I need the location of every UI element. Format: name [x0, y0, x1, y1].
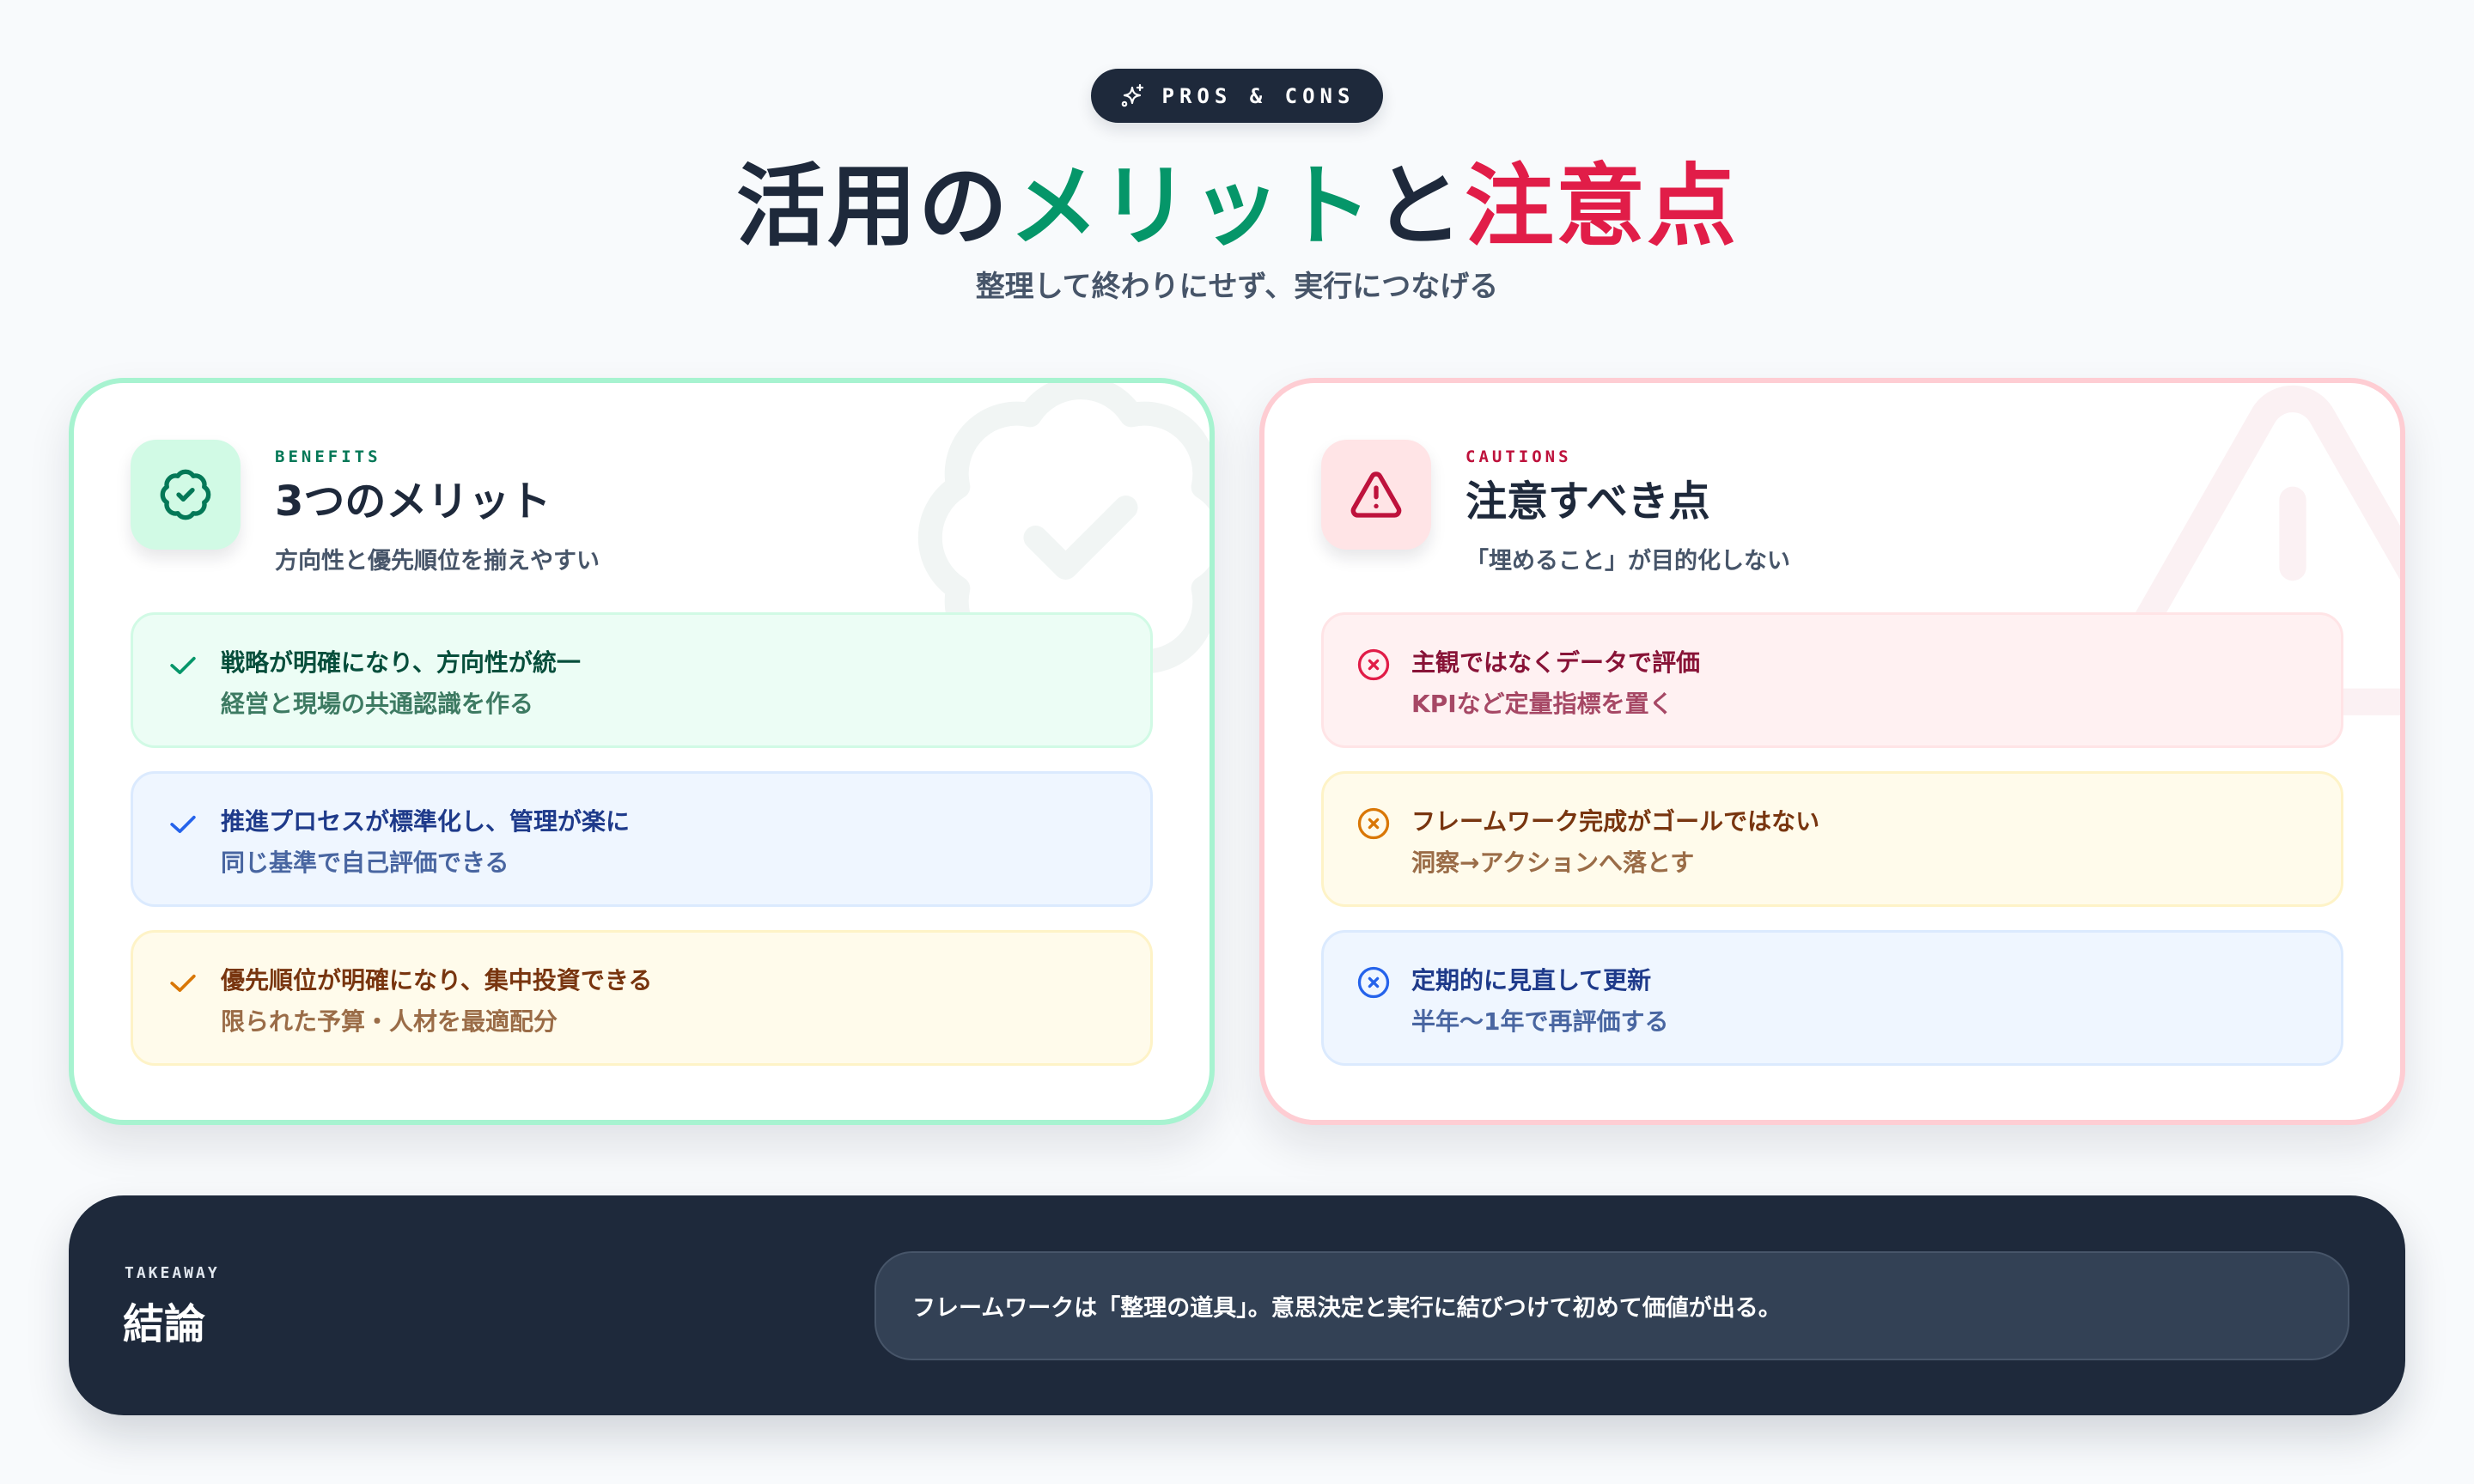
benefit-item-title: 戦略が明確になり、方向性が統一	[221, 648, 581, 677]
badge-check-icon	[160, 469, 211, 520]
benefit-item-title: 優先順位が明確になり、集中投資できる	[221, 966, 653, 994]
benefit-item-desc: 同じ基準で自己評価できる	[221, 848, 509, 877]
benefit-item: 推進プロセスが標準化し、管理が楽に 同じ基準で自己評価できる	[131, 771, 1153, 907]
benefit-item-desc: 経営と現場の共通認識を作る	[221, 690, 534, 718]
benefits-eyebrow: BENEFITS	[275, 447, 381, 466]
x-circle-icon	[1357, 648, 1390, 681]
benefits-header: BENEFITS 3つのメリット 方向性と優先順位を揃えやすい	[131, 440, 600, 577]
caution-item-desc: 半年〜1年で再評価する	[1411, 1007, 1669, 1036]
cautions-icon-box	[1321, 440, 1431, 550]
page-title: 活用のメリットと注意点	[0, 153, 2474, 259]
caution-item-title: 主観ではなくデータで評価	[1411, 648, 1701, 677]
takeaway-panel: TAKEAWAY 結論 フレームワークは「整理の道具」。意思決定と実行に結びつけ…	[69, 1195, 2405, 1415]
check-icon	[170, 815, 196, 833]
caution-item-title: 定期的に見直して更新	[1411, 966, 1652, 994]
takeaway-eyebrow: TAKEAWAY	[125, 1264, 220, 1282]
cautions-header: CAUTIONS 注意すべき点 「埋めること」が目的化しない	[1321, 440, 1790, 577]
benefits-card: BENEFITS 3つのメリット 方向性と優先順位を揃えやすい 戦略が明確になり…	[69, 378, 1215, 1125]
cautions-eyebrow: CAUTIONS	[1466, 447, 1572, 466]
cautions-title: 注意すべき点	[1466, 477, 1710, 526]
caution-item: フレームワーク完成がゴールではない 洞察→アクションへ落とす	[1321, 771, 2343, 907]
caution-item: 定期的に見直して更新 半年〜1年で再評価する	[1321, 930, 2343, 1066]
check-icon	[170, 656, 196, 674]
benefit-item-title: 推進プロセスが標準化し、管理が楽に	[221, 807, 631, 836]
title-part-3: と	[1374, 154, 1466, 258]
warning-triangle-icon	[1350, 471, 1402, 518]
badge-label: PROS & CONS	[1161, 83, 1356, 108]
cautions-card: CAUTIONS 注意すべき点 「埋めること」が目的化しない 主観ではなくデータ…	[1259, 378, 2405, 1125]
benefit-item-desc: 限られた予算・人材を最適配分	[221, 1007, 558, 1036]
x-circle-icon	[1357, 966, 1390, 999]
cautions-subtitle: 「埋めること」が目的化しない	[1466, 548, 1790, 575]
section-badge: PROS & CONS	[1091, 69, 1383, 123]
benefit-item: 優先順位が明確になり、集中投資できる 限られた予算・人材を最適配分	[131, 930, 1153, 1066]
benefits-title: 3つのメリット	[275, 477, 551, 526]
page-subtitle: 整理して終わりにせず、実行につなげる	[975, 270, 1499, 304]
caution-item-title: フレームワーク完成がゴールではない	[1411, 807, 1820, 836]
benefit-item: 戦略が明確になり、方向性が統一 経営と現場の共通認識を作る	[131, 612, 1153, 748]
benefits-subtitle: 方向性と優先順位を揃えやすい	[275, 548, 600, 575]
benefits-list: 戦略が明確になり、方向性が統一 経営と現場の共通認識を作る 推進プロセスが標準化…	[131, 612, 1153, 1066]
title-part-caution: 注意点	[1465, 154, 1739, 258]
caution-item: 主観ではなくデータで評価 KPIなど定量指標を置く	[1321, 612, 2343, 748]
caution-item-desc: 洞察→アクションへ落とす	[1411, 848, 1695, 877]
title-part-1: 活用の	[735, 154, 1009, 258]
caution-item-desc: KPIなど定量指標を置く	[1411, 690, 1673, 718]
x-circle-icon	[1357, 807, 1390, 840]
benefits-icon-box	[131, 440, 241, 550]
title-part-merit: メリット	[1008, 154, 1374, 258]
takeaway-title: 結論	[123, 1300, 206, 1348]
check-icon	[170, 974, 196, 992]
sparkles-icon	[1121, 83, 1143, 106]
cautions-list: 主観ではなくデータで評価 KPIなど定量指標を置く フレームワーク完成がゴールで…	[1321, 612, 2343, 1066]
takeaway-message: フレームワークは「整理の道具」。意思決定と実行に結びつけて初めて価値が出る。	[874, 1251, 2349, 1360]
